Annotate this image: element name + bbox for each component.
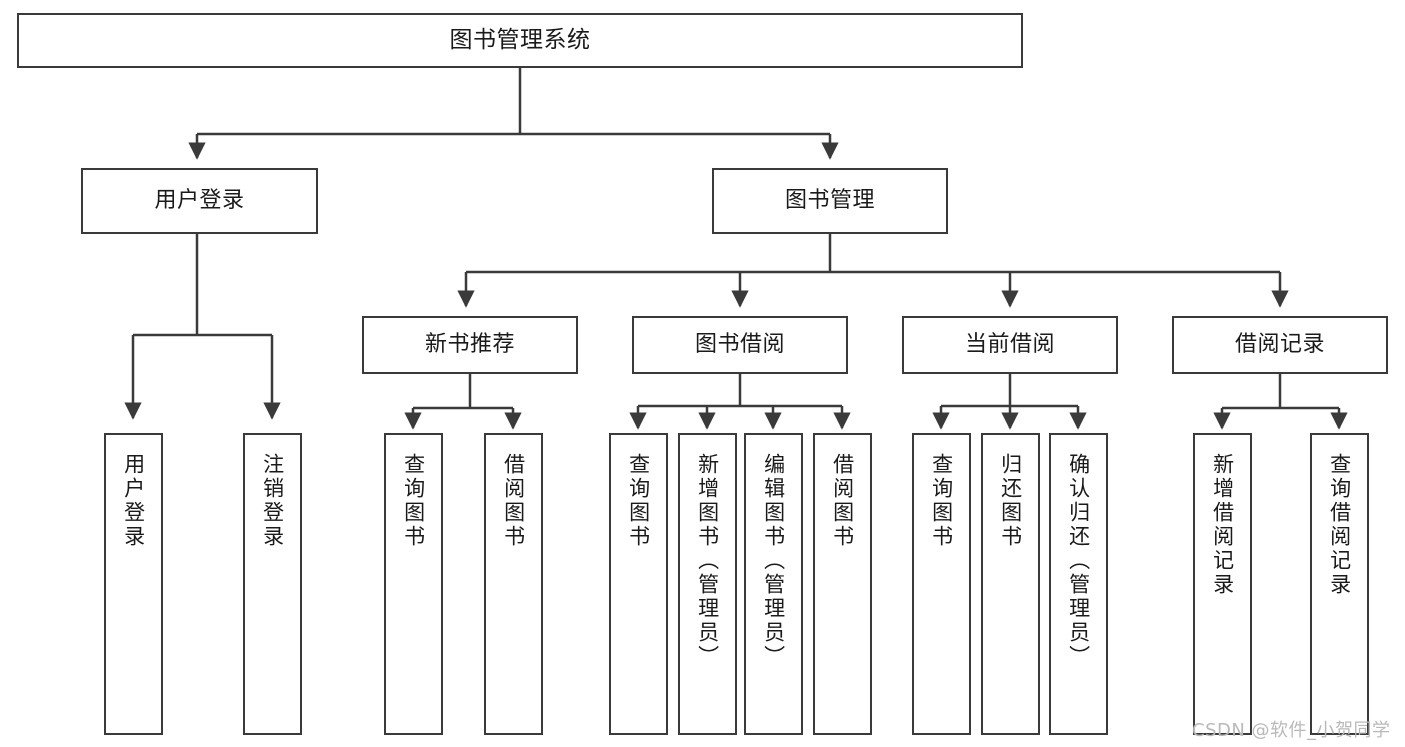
leaf-current-confirm-return-admin[interactable]: 确认归还（管理员） bbox=[1049, 433, 1108, 735]
node-current-borrow[interactable]: 当前借阅 bbox=[902, 316, 1118, 374]
leaf-record-add-record[interactable]: 新增借阅记录 bbox=[1193, 433, 1252, 735]
node-label: 用户登录 bbox=[121, 453, 146, 549]
node-label: 查询图书 bbox=[929, 453, 954, 549]
node-user-login[interactable]: 用户登录 bbox=[81, 168, 318, 234]
node-label: 归还图书 bbox=[998, 453, 1023, 549]
node-book-borrow[interactable]: 图书借阅 bbox=[632, 316, 848, 374]
leaf-user-login-login[interactable]: 用户登录 bbox=[104, 433, 163, 735]
node-label: 查询图书 bbox=[626, 453, 651, 549]
node-label: 确认归还（管理员） bbox=[1066, 453, 1091, 669]
watermark-text: CSDN @软件_小贺同学 bbox=[1192, 720, 1391, 741]
node-root-book-management-system[interactable]: 图书管理系统 bbox=[17, 13, 1023, 68]
leaf-user-login-logout[interactable]: 注销登录 bbox=[243, 433, 302, 735]
leaf-current-query-book[interactable]: 查询图书 bbox=[912, 433, 971, 735]
node-book-management[interactable]: 图书管理 bbox=[712, 168, 948, 234]
node-label: 图书管理 bbox=[784, 188, 875, 214]
node-label: 新增借阅记录 bbox=[1210, 453, 1235, 597]
node-label: 新书推荐 bbox=[424, 332, 515, 358]
node-label: 图书管理系统 bbox=[449, 26, 591, 53]
leaf-borrow-query-book[interactable]: 查询图书 bbox=[609, 433, 668, 735]
node-label: 查询借阅记录 bbox=[1327, 453, 1352, 597]
leaf-new-book-query[interactable]: 查询图书 bbox=[384, 433, 443, 735]
leaf-record-query-record[interactable]: 查询借阅记录 bbox=[1310, 433, 1369, 735]
leaf-new-book-borrow[interactable]: 借阅图书 bbox=[484, 433, 543, 735]
node-label: 用户登录 bbox=[154, 188, 245, 214]
node-label: 借阅图书 bbox=[501, 453, 526, 549]
leaf-current-return-book[interactable]: 归还图书 bbox=[981, 433, 1040, 735]
node-label: 图书借阅 bbox=[694, 332, 785, 358]
node-label: 编辑图书（管理员） bbox=[761, 453, 786, 669]
node-label: 查询图书 bbox=[401, 453, 426, 549]
node-label: 新增图书（管理员） bbox=[695, 453, 720, 669]
leaf-borrow-borrow-book[interactable]: 借阅图书 bbox=[813, 433, 872, 735]
node-label: 当前借阅 bbox=[964, 332, 1055, 358]
leaf-borrow-add-book-admin[interactable]: 新增图书（管理员） bbox=[678, 433, 737, 735]
node-label: 借阅记录 bbox=[1234, 332, 1325, 358]
node-label: 注销登录 bbox=[260, 453, 285, 549]
leaf-borrow-edit-book-admin[interactable]: 编辑图书（管理员） bbox=[744, 433, 803, 735]
node-label: 借阅图书 bbox=[830, 453, 855, 549]
node-new-book-recommend[interactable]: 新书推荐 bbox=[362, 316, 578, 374]
node-borrow-record[interactable]: 借阅记录 bbox=[1172, 316, 1388, 374]
